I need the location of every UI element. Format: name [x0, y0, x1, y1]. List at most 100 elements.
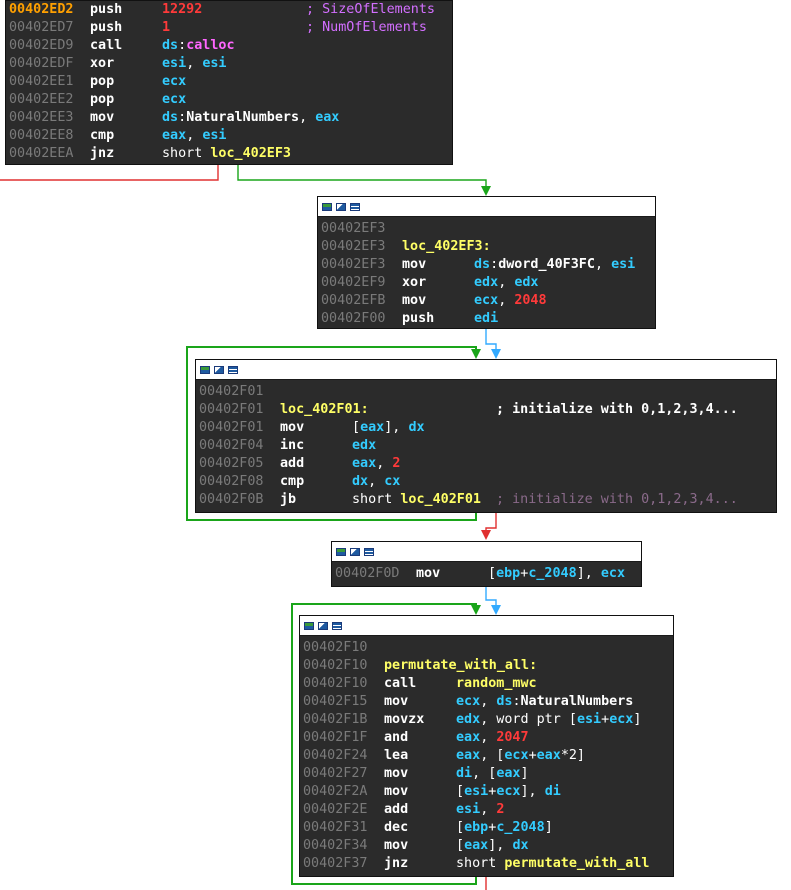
- rename-node-icon[interactable]: [350, 547, 360, 556]
- graph-color-icon[interactable]: [322, 202, 332, 211]
- operand-token: ecx: [456, 694, 481, 709]
- instruction-operands: random_mwc: [456, 675, 537, 693]
- operand-token: esi: [576, 712, 602, 727]
- instruction-address: 00402F00: [321, 311, 386, 326]
- instruction-operands: [ebp+c_2048]: [456, 819, 553, 837]
- arrowhead: [471, 605, 481, 615]
- operand-token: esi: [202, 128, 227, 143]
- instruction-operands: [ebp+c_2048], ecx: [488, 565, 625, 583]
- operand-token[interactable]: NaturalNumbers: [520, 694, 634, 709]
- instruction-mnemonic: push: [402, 311, 435, 326]
- instruction-mnemonic: mov: [402, 293, 427, 308]
- operand-token: ecx: [162, 74, 187, 89]
- operand-token[interactable]: calloc: [186, 38, 235, 53]
- instruction-line[interactable]: 00402F10: [300, 639, 673, 657]
- operand-token: ],: [576, 566, 601, 581]
- instruction-mnemonic: mov: [402, 257, 427, 272]
- edge-entry-false: [0, 164, 219, 181]
- operand-token[interactable]: loc_402EF3: [210, 146, 291, 161]
- operand-token: [: [456, 784, 465, 799]
- operand-token: short: [162, 146, 211, 161]
- instruction-operands: 12292: [162, 1, 202, 19]
- operand-token[interactable]: random_mwc: [456, 676, 537, 691]
- block-header-toolbar[interactable]: [318, 197, 655, 217]
- group-nodes-icon[interactable]: [332, 621, 342, 630]
- instruction-mnemonic: cmp: [90, 128, 115, 143]
- operand-token[interactable]: loc_402F01: [400, 492, 481, 507]
- graph-color-icon[interactable]: [304, 621, 314, 630]
- rename-node-icon[interactable]: [318, 621, 328, 630]
- block-header-toolbar[interactable]: [196, 360, 776, 380]
- instruction-mnemonic: push: [90, 20, 123, 35]
- instruction-address: 00402ED2: [9, 2, 74, 17]
- instruction-line[interactable]: 00402EF3: [318, 220, 655, 238]
- operand-token[interactable]: dword_40F3FC: [498, 257, 595, 272]
- code-label[interactable]: loc_402EF3:: [402, 239, 491, 254]
- instruction-address: 00402F27: [303, 766, 368, 781]
- block-header-toolbar[interactable]: [332, 542, 641, 562]
- instruction-mnemonic: add: [384, 802, 409, 817]
- instruction-address: 00402F01: [199, 402, 264, 417]
- group-nodes-icon[interactable]: [350, 202, 360, 211]
- code-label[interactable]: loc_402F01:: [280, 402, 369, 417]
- operand-token: esi: [456, 802, 481, 817]
- instruction-line[interactable]: 00402F01: [196, 383, 776, 401]
- operand-token: +: [601, 712, 610, 727]
- instruction-mnemonic: push: [90, 2, 123, 17]
- instruction-operands: edx, word ptr [esi+ecx]: [456, 711, 641, 729]
- group-nodes-icon[interactable]: [228, 365, 238, 374]
- instruction-comment: ; initialize with 0,1,2,3,4...: [496, 492, 738, 507]
- instruction-operands: ecx: [162, 73, 186, 91]
- graph-color-icon[interactable]: [336, 547, 346, 556]
- operand-token: [: [488, 566, 497, 581]
- code-label[interactable]: permutate_with_all:: [384, 658, 538, 673]
- operand-token: ds: [496, 694, 513, 709]
- rename-node-icon[interactable]: [214, 365, 224, 374]
- rename-node-icon[interactable]: [336, 202, 346, 211]
- operand-token[interactable]: permutate_with_all: [504, 856, 650, 871]
- group-nodes-icon[interactable]: [364, 547, 374, 556]
- graph-color-icon[interactable]: [200, 365, 210, 374]
- operand-token[interactable]: NaturalNumbers: [186, 110, 300, 125]
- instruction-mnemonic: cmp: [280, 474, 305, 489]
- block-header-toolbar[interactable]: [300, 616, 673, 636]
